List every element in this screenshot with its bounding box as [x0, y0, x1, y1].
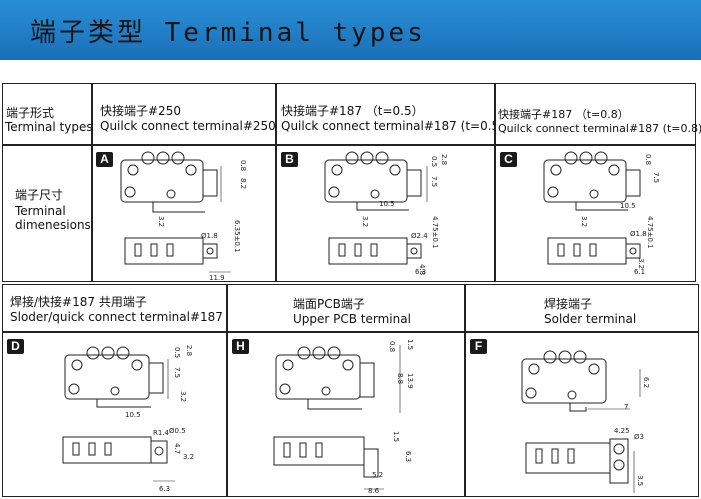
dim-f-4: 3.5 — [636, 475, 644, 486]
terminal-f-title-cn: 焊接端子 — [544, 297, 593, 311]
terminal-c-badge: C — [500, 152, 517, 167]
terminal-b-badge: B — [281, 152, 298, 167]
dim-d-3: 10.5 — [125, 411, 141, 419]
dim-c-0: 0.8 — [644, 154, 652, 165]
terminal-dimensions-label-en-2: dimenesions — [15, 218, 91, 232]
terminal-f-drawing-cell: F 6.2 7 4.25 Ø3 3.5 — [465, 332, 699, 497]
dim-h-7: 8.6 — [368, 487, 380, 495]
terminal-h-header: 端面PCB端子 Upper PCB terminal — [227, 284, 465, 332]
terminal-b-title-cn: 快接端子#187 （t=0.5） — [281, 104, 424, 118]
dim-a-0: 0.8 — [239, 160, 247, 171]
terminal-h-badge: H — [232, 339, 249, 354]
terminal-c-header: 快接端子#187 （t=0.8） Quilck connect terminal… — [495, 83, 701, 145]
dim-d-7: 4.7 — [173, 443, 181, 454]
terminal-d-header: 焊接/快接#187 共用端子 Sloder/quick connect term… — [2, 284, 227, 332]
terminal-h-drawing-cell: H 0.8 1.5 13.9 8.8 1.5 6.3 5.2 8.6 — [227, 332, 465, 497]
dim-c-7: 3.2 — [637, 258, 645, 269]
dim-c-5: Ø1.8 — [630, 230, 647, 238]
terminal-dimensions-label-en-1: Terminal — [15, 204, 66, 218]
dim-d-8: 3.2 — [183, 453, 194, 461]
dim-f-2: 4.25 — [614, 427, 630, 435]
dim-a-2: 3.2 — [157, 216, 165, 227]
dim-b-3: 10.5 — [379, 200, 395, 208]
dim-d-6: Ø0.5 — [169, 427, 186, 435]
dim-a-4: Ø1.8 — [201, 232, 218, 240]
terminal-c-drawing-cell: C 0.8 7.5 10.5 3.2 4.75±0.1 Ø1.8 6.1 3.2 — [495, 145, 696, 282]
dim-f-1: 7 — [624, 403, 628, 411]
dim-b-1: 2.8 — [440, 154, 448, 165]
terminal-h-drawing: 0.8 1.5 13.9 8.8 1.5 6.3 5.2 8.6 — [273, 339, 414, 495]
dim-b-2: 7.5 — [430, 176, 438, 187]
terminal-h-title-en: Upper PCB terminal — [293, 312, 411, 326]
terminal-d-drawing-cell: D 0.5 2.8 7.5 10.5 3.2 R1.4 Ø0.5 4.7 3.2… — [2, 332, 227, 497]
terminal-f-header: 焊接端子 Solder terminal — [465, 284, 699, 332]
terminal-types-label-cn: 端子形式 — [6, 106, 55, 120]
dim-d-2: 7.5 — [173, 367, 181, 378]
dim-h-1: 1.5 — [406, 339, 414, 350]
dim-b-4: 3.2 — [361, 216, 369, 227]
terminal-a-drawing-cell: A 0.8 8.2 3.2 6.35±0.1 Ø1.8 11.9 — [92, 145, 276, 282]
terminal-b-header: 快接端子#187 （t=0.5） Quilck connect terminal… — [276, 83, 504, 145]
dim-h-2: 13.9 — [406, 373, 414, 389]
dim-b-8: 6.3 — [415, 268, 426, 276]
terminal-dimensions-label-cell: 端子尺寸 Terminal dimenesions — [2, 145, 92, 282]
dim-h-3: 8.8 — [396, 373, 404, 384]
terminal-f-drawing: 6.2 7 4.25 Ø3 3.5 — [521, 350, 650, 493]
terminal-types-label-cell: 端子形式 Terminal types — [2, 83, 93, 145]
dim-c-6: 6.1 — [634, 268, 645, 276]
terminal-a-drawing: 0.8 8.2 3.2 6.35±0.1 Ø1.8 11.9 — [120, 151, 247, 282]
dim-h-5: 6.3 — [404, 451, 412, 462]
dim-f-3: Ø3 — [634, 433, 644, 441]
terminal-dimensions-label-cn: 端子尺寸 — [15, 188, 64, 202]
dim-b-7: 4.8 — [418, 264, 426, 275]
dim-d-4: 3.2 — [179, 391, 187, 402]
dim-d-9: 6.3 — [159, 485, 170, 493]
terminal-a-title-cn: 快接端子#250 — [100, 104, 181, 118]
terminal-f-badge: F — [470, 339, 487, 354]
dim-h-0: 0.8 — [388, 341, 396, 352]
terminal-types-label-en: Terminal types — [5, 120, 93, 134]
dim-c-3: 3.2 — [580, 216, 588, 227]
dim-c-4: 4.75±0.1 — [646, 216, 654, 249]
dim-f-0: 6.2 — [642, 377, 650, 388]
dim-b-0: 0.5 — [430, 156, 438, 167]
terminal-d-drawing: 0.5 2.8 7.5 10.5 3.2 R1.4 Ø0.5 4.7 3.2 6… — [62, 345, 194, 493]
terminal-b-title-en: Quilck connect terminal#187 (t=0.5) — [281, 119, 504, 133]
dim-a-1: 8.2 — [239, 178, 247, 189]
dim-h-6: 5.2 — [372, 471, 383, 479]
dim-a-5: 11.9 — [209, 274, 225, 282]
terminal-a-title-en: Quilck connect terminal#250 — [100, 119, 276, 133]
dim-c-1: 7.5 — [652, 172, 660, 183]
dim-h-4: 1.5 — [392, 431, 400, 442]
header-banner: 端子类型 Terminal types — [0, 0, 701, 60]
terminal-a-badge: A — [96, 152, 113, 167]
dim-d-1: 2.8 — [185, 345, 193, 356]
terminal-b-drawing: 0.5 2.8 7.5 10.5 3.2 4.75±0.1 Ø2.4 4.8 6… — [324, 151, 448, 276]
terminal-f-title-en: Solder terminal — [544, 312, 637, 326]
terminal-c-title-en: Quilck connect terminal#187 (t=0.8) — [498, 122, 701, 135]
dim-b-6: Ø2.4 — [411, 232, 428, 240]
terminal-d-badge: D — [7, 339, 24, 354]
dim-d-5: R1.4 — [153, 429, 170, 437]
terminal-d-title-en: Sloder/quick connect terminal#187 — [10, 310, 223, 324]
terminal-b-drawing-cell: B 0.5 2.8 7.5 10.5 3.2 4.75±0.1 Ø2.4 4.8… — [276, 145, 495, 282]
terminal-c-drawing: 0.8 7.5 10.5 3.2 4.75±0.1 Ø1.8 6.1 3.2 — [543, 151, 660, 276]
dim-d-0: 0.5 — [173, 347, 181, 358]
terminal-h-title-cn: 端面PCB端子 — [293, 297, 365, 311]
dim-b-5: 4.75±0.1 — [431, 216, 439, 249]
terminal-d-title-cn: 焊接/快接#187 共用端子 — [10, 295, 147, 309]
page-title: 端子类型 Terminal types — [30, 18, 426, 48]
terminal-a-header: 快接端子#250 Quilck connect terminal#250 — [92, 83, 276, 145]
terminal-c-title-cn: 快接端子#187 （t=0.8） — [498, 108, 629, 121]
dim-c-2: 10.5 — [620, 202, 636, 210]
dim-a-3: 6.35±0.1 — [233, 220, 241, 253]
